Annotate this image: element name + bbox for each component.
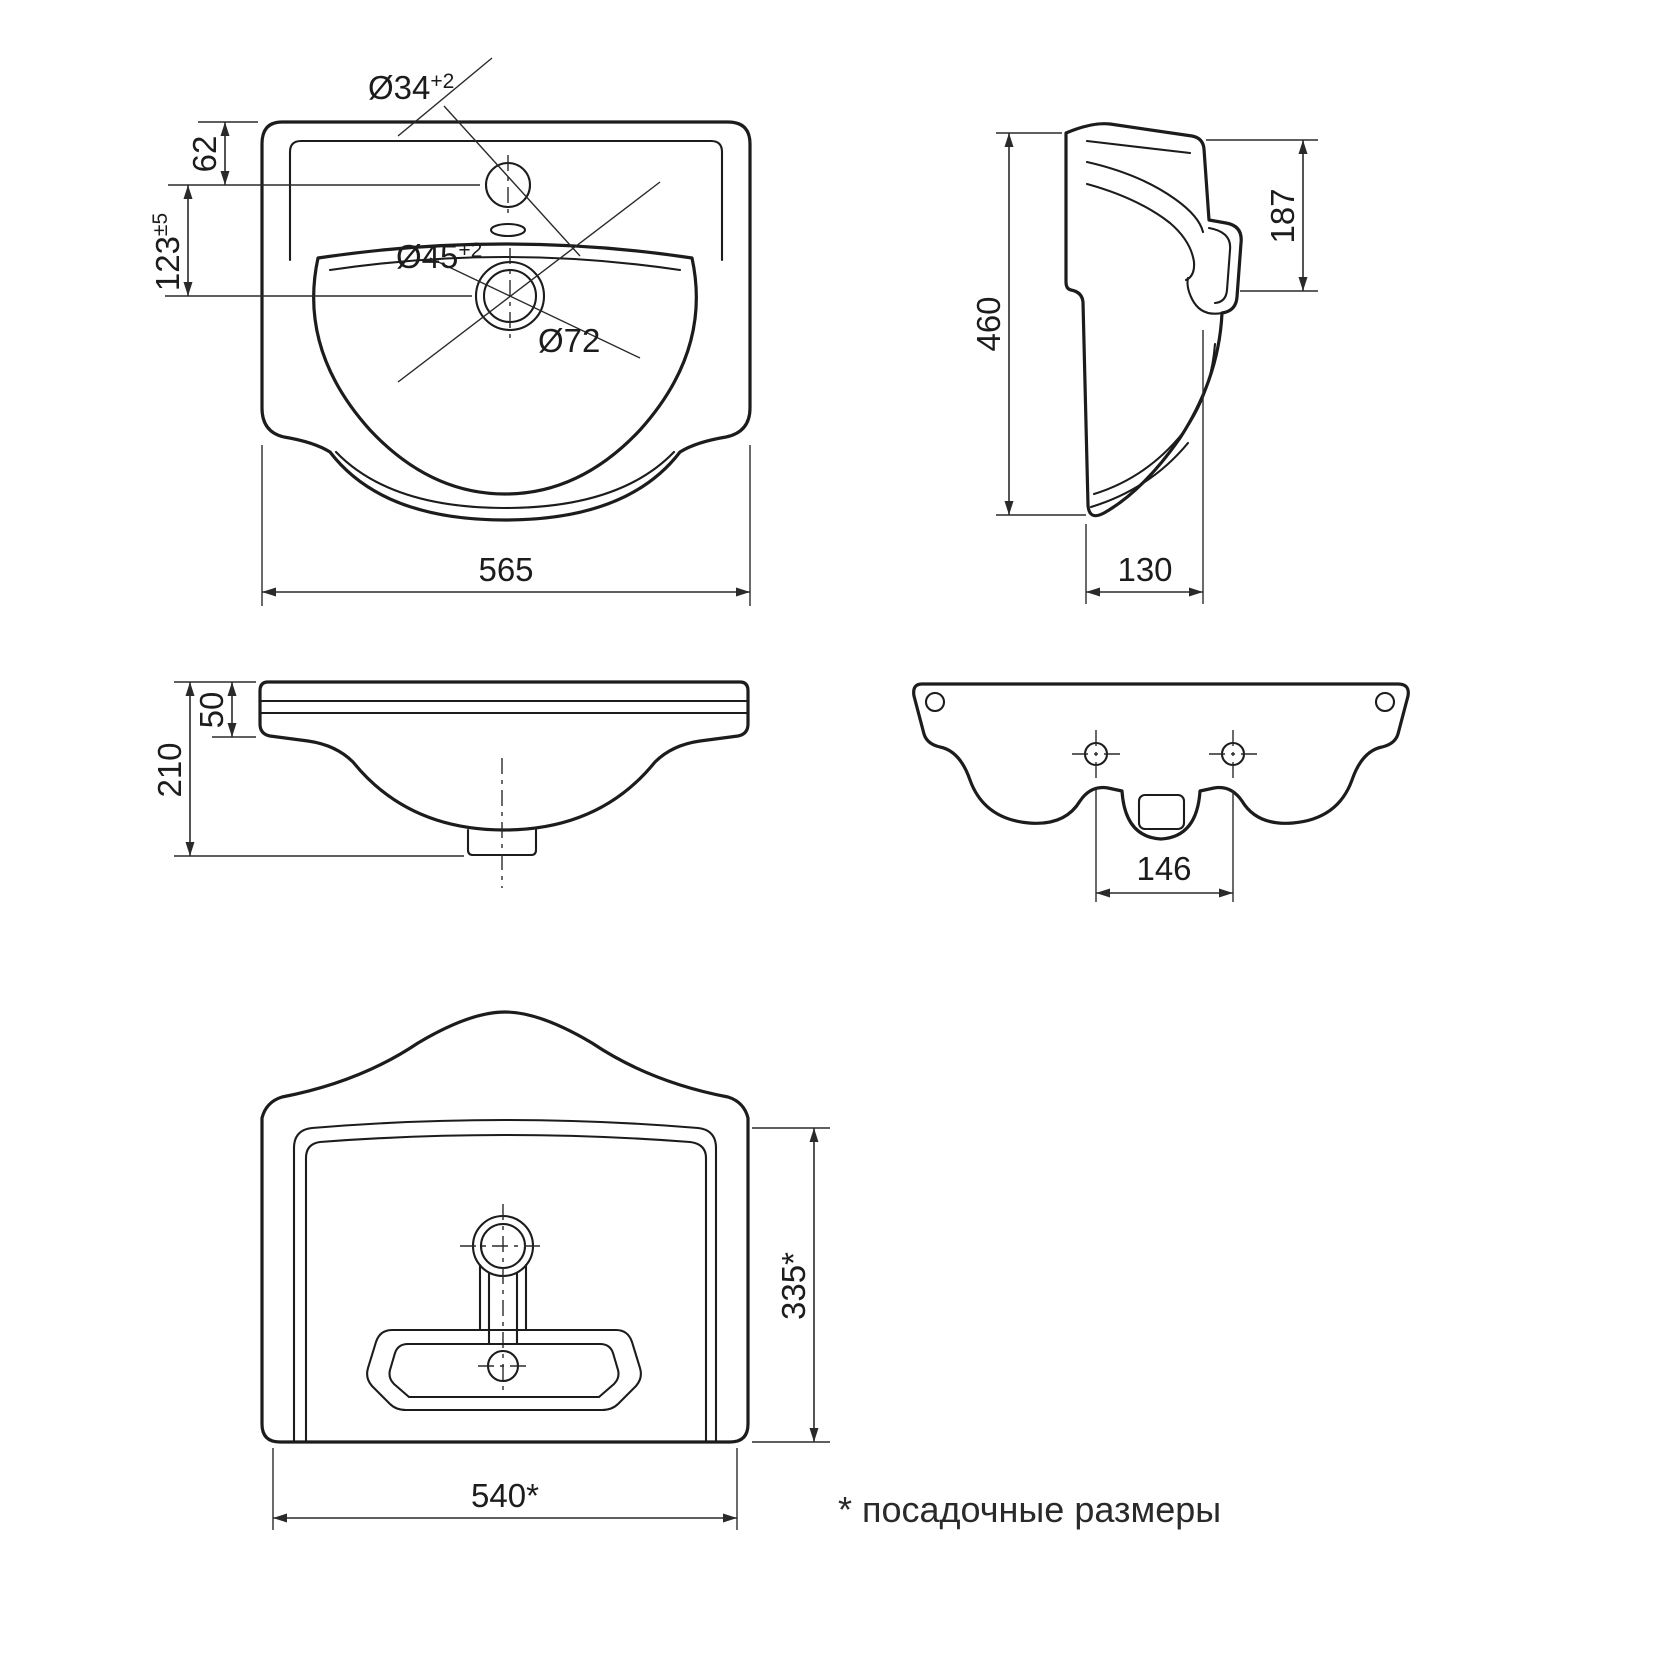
inner-rim-line (288, 139, 724, 262)
dim-depth: 130 (1085, 330, 1204, 604)
dim-fixing-hole-spacing: 146 (1095, 790, 1234, 902)
dim-spout-height: 187 (1206, 139, 1318, 292)
dim-overall-height-side: 460 (970, 132, 1086, 516)
dim-text-drain-dia: Ø45+2 (396, 238, 482, 275)
overflow-slot (489, 222, 527, 238)
sink-outline-bottom (260, 1010, 750, 1444)
dim-rim-height: 50 (174, 681, 256, 738)
side-view: 460 187 130 (970, 122, 1318, 604)
side-spout-inner (1207, 226, 1232, 305)
dim-text-540: 540* (471, 1477, 539, 1514)
trap-inner (388, 1342, 620, 1399)
side-bottom-inner-1 (1092, 342, 1217, 496)
sink-outline-back (912, 682, 1410, 841)
sink-outline-plan (260, 120, 752, 522)
side-spout-underside (1186, 276, 1224, 315)
dim-text-187: 187 (1264, 188, 1301, 243)
side-basin-curve-2 (1085, 182, 1196, 282)
dim-text-146: 146 (1136, 850, 1191, 887)
sink-outline-side (1064, 122, 1243, 518)
top-view: 62 123±5 Ø34+2 Ø45+2 Ø72 565 (149, 57, 752, 606)
back-drain-opening (1137, 793, 1186, 831)
dim-text-faucet-dia: Ø34+2 (368, 69, 454, 106)
back-view: 146 (912, 682, 1410, 902)
bottom-inner-contour-2 (304, 1133, 708, 1444)
dim-text-460: 460 (970, 296, 1007, 351)
mount-hole-right (1374, 691, 1396, 713)
side-rim-inner (1085, 139, 1192, 155)
drain-dia-leader-2 (397, 181, 661, 383)
dim-mount-width: 540* (272, 1448, 738, 1530)
dim-text-335: 335* (775, 1252, 812, 1320)
dim-text-62: 62 (186, 136, 223, 173)
dim-edge-to-faucet: 62 (168, 121, 480, 186)
bottom-inner-contour-1 (292, 1118, 718, 1444)
dim-text-123: 123±5 (149, 213, 186, 291)
side-bottom-inner-2 (1089, 441, 1190, 509)
front-view: 50 210 (151, 680, 750, 888)
front-bulge-inner-line (334, 450, 676, 510)
bottom-view: 335* 540* (260, 1010, 830, 1530)
dim-text-210: 210 (151, 742, 188, 797)
faucet-dia-leader-1 (397, 57, 493, 137)
dim-text-50: 50 (193, 692, 230, 729)
mount-hole-left (924, 691, 946, 713)
trap-outline (366, 1328, 642, 1412)
dim-faucet-to-drain: 123±5 (149, 185, 472, 297)
dim-mount-depth: 335* (752, 1127, 830, 1443)
dim-overall-height-front: 210 (151, 682, 464, 857)
footnote-mounting-dimensions: * посадочные размеры (838, 1489, 1221, 1530)
dim-text-565: 565 (478, 551, 533, 588)
side-basin-curve-1 (1085, 160, 1205, 234)
drain-dia-leader-1 (429, 257, 641, 359)
dim-overall-width: 565 (261, 445, 751, 606)
basin-edge-line (328, 255, 682, 272)
dim-text-130: 130 (1117, 551, 1172, 588)
basin-outline (312, 242, 698, 496)
faucet-dia-leader-2 (443, 105, 581, 257)
sink-outline-front (258, 680, 750, 832)
dim-text-drain-outer-dia: Ø72 (538, 322, 600, 359)
